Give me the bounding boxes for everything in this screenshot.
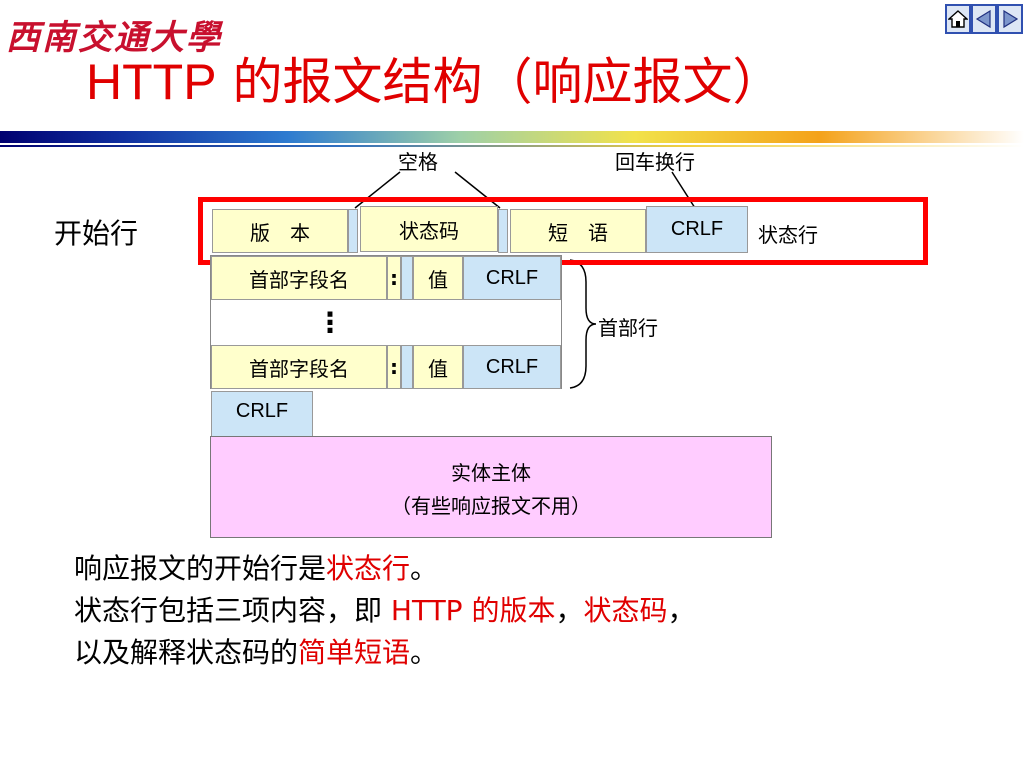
header-space-box bbox=[401, 256, 413, 300]
line3-end: 。 bbox=[410, 636, 439, 669]
space-pointer-right bbox=[454, 171, 501, 209]
explanation-text: 响应报文的开始行是状态行。 状态行包括三项内容，即 HTTP 的版本，状态码， … bbox=[74, 548, 696, 674]
crlf-callout-label: 回车换行 bbox=[615, 150, 695, 174]
header-colon-box: : bbox=[387, 256, 401, 300]
header-value-box: 值 bbox=[413, 256, 463, 300]
header-gradient-bar bbox=[0, 131, 1024, 143]
blank-line-crlf-box: CRLF bbox=[211, 391, 313, 437]
header-crlf-box: CRLF bbox=[463, 256, 561, 300]
line2-separator: ， bbox=[555, 594, 584, 627]
space-label: 空格 bbox=[398, 150, 438, 174]
triangle-left-icon bbox=[975, 9, 991, 29]
header-gradient-line bbox=[0, 145, 1024, 147]
header-colon-box: : bbox=[387, 345, 401, 389]
line2-text: 状态行包括三项内容，即 bbox=[74, 594, 391, 627]
line3-highlight: 简单短语 bbox=[298, 636, 411, 669]
title-cjk: 的报文结构（响应报文） bbox=[232, 53, 783, 111]
line1-highlight: 状态行 bbox=[326, 552, 411, 585]
status-code-box: 状态码 bbox=[360, 206, 498, 252]
crlf-pointer bbox=[671, 171, 696, 209]
explanation-line-1: 响应报文的开始行是状态行。 bbox=[74, 548, 696, 590]
space-box-2 bbox=[498, 209, 508, 253]
slide-title: HTTP 的报文结构（响应报文） bbox=[86, 42, 782, 114]
previous-slide-button[interactable] bbox=[971, 4, 997, 34]
line1-end: 。 bbox=[410, 552, 439, 585]
version-box: 版 本 bbox=[212, 209, 348, 253]
status-crlf-box: CRLF bbox=[646, 206, 748, 253]
phrase-box: 短 语 bbox=[510, 209, 646, 253]
header-field-name-box: 首部字段名 bbox=[211, 256, 387, 300]
university-logo: 西南交通大學 bbox=[6, 18, 222, 58]
triangle-right-icon bbox=[1003, 9, 1019, 29]
entity-body-title: 实体主体 bbox=[451, 461, 531, 485]
header-lines-brace bbox=[569, 259, 597, 389]
header-lines-label: 首部行 bbox=[598, 316, 658, 340]
header-value-box: 值 bbox=[413, 345, 463, 389]
entity-body-box: 实体主体 （有些响应报文不用） bbox=[210, 436, 772, 538]
line2-highlight-1: HTTP 的版本 bbox=[390, 594, 556, 627]
status-line-highlight bbox=[198, 197, 928, 265]
entity-body-note: （有些响应报文不用） bbox=[391, 494, 591, 518]
line2-end: ， bbox=[667, 594, 696, 627]
home-icon bbox=[948, 10, 968, 28]
home-button[interactable] bbox=[945, 4, 971, 34]
line1-text: 响应报文的开始行是 bbox=[74, 552, 327, 585]
space-pointer-left bbox=[354, 171, 401, 209]
explanation-line-3: 以及解释状态码的简单短语。 bbox=[74, 632, 696, 674]
explanation-line-2: 状态行包括三项内容，即 HTTP 的版本，状态码， bbox=[74, 590, 696, 632]
space-box-1 bbox=[348, 209, 358, 253]
line3-text: 以及解释状态码的 bbox=[74, 636, 299, 669]
header-ellipsis: ⋮ bbox=[316, 306, 344, 339]
status-line-label: 状态行 bbox=[758, 223, 818, 247]
title-latin: HTTP bbox=[86, 54, 217, 110]
start-line-label: 开始行 bbox=[54, 217, 139, 250]
next-slide-button[interactable] bbox=[997, 4, 1023, 34]
header-crlf-box: CRLF bbox=[463, 345, 561, 389]
header-space-box bbox=[401, 345, 413, 389]
header-field-name-box: 首部字段名 bbox=[211, 345, 387, 389]
line2-highlight-2: 状态码 bbox=[583, 594, 668, 627]
